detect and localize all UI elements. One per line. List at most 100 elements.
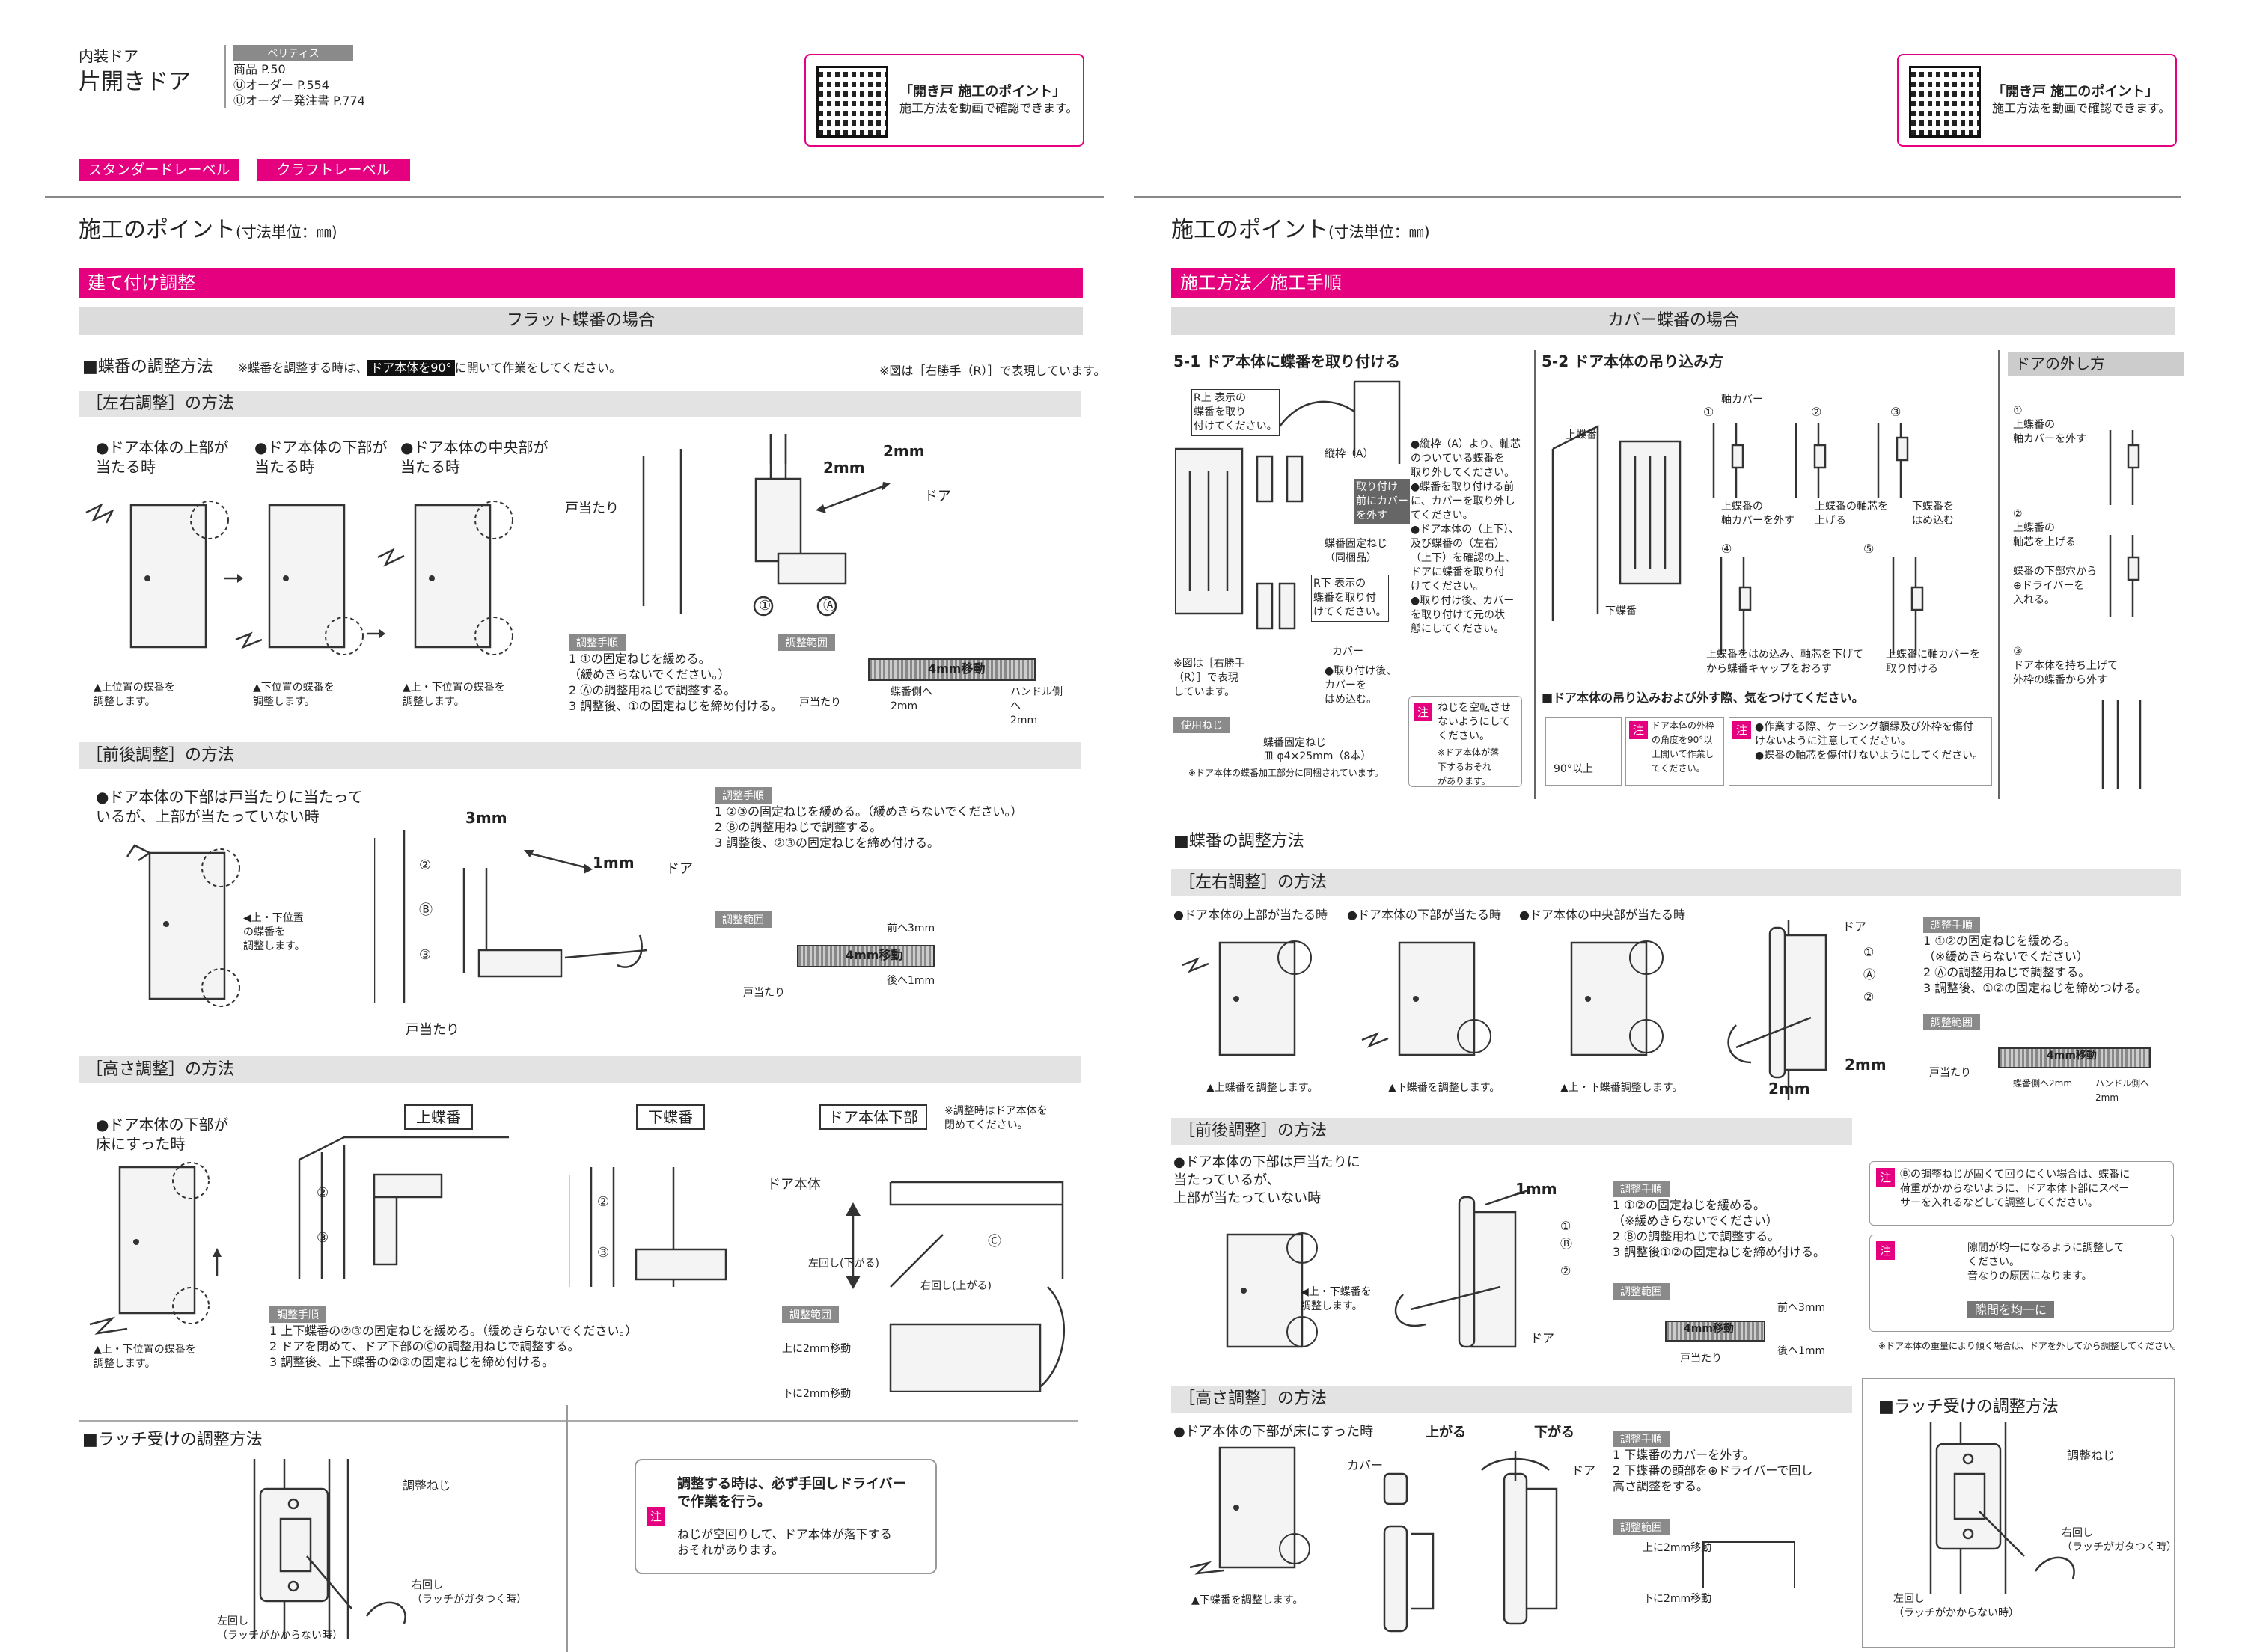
range-r: ハンドル側へ2mm — [2095, 1078, 2150, 1103]
lr-mark: ① — [1863, 945, 1875, 959]
ht-rot-right: 右回し(上がる) — [920, 1280, 992, 1292]
range-move: 4mm移動 — [1684, 1323, 1734, 1335]
catalog-ref: ベリティス 商品 P.50 Ⓤオーダー P.554 Ⓤオーダー発注書 P.774 — [224, 45, 376, 108]
fb-title: ［前後調整］の方法 — [79, 742, 1081, 769]
page-title: 施工のポイント(寸法単位：㎜) — [79, 217, 337, 243]
fb-caption: ◀上・下位置 の蝶番を 調整します。 — [243, 912, 305, 952]
proc-tag: 調整手順 — [1613, 1181, 1670, 1197]
remove-step: 蝶番の下部穴から ⊕ドライバーを 入れる。 — [2013, 566, 2097, 606]
ht-title: ［高さ調整］の方法 — [79, 1056, 1081, 1083]
lr-hinge-illustration — [1727, 920, 1827, 1100]
caution-tag: 注 — [647, 1507, 666, 1526]
s52-deg-box: 90°以上 — [1545, 717, 1622, 786]
s52-note2: 注 ●作業する際、ケーシング額縁及び外枠を傷付 けないように注意してください。 … — [1729, 717, 1992, 786]
step: 3 調整後、①の固定ねじを締め付ける。 — [569, 699, 783, 713]
step: 2 ドアを閉めて、ドア下部のⒸの調整用ねじで調整する。 — [269, 1339, 580, 1353]
s52-num: ⑤ — [1863, 542, 1875, 556]
fb-procedure: 調整手順 1 ②③の固定ねじを緩める。（緩めきらないでください。） 2 Ⓑの調整… — [715, 787, 1022, 851]
range-left: 戸当たり — [799, 697, 841, 709]
caution-sub: ※ドア本体が落 下するおそれ があります。 — [1438, 747, 1500, 786]
note-text: ●作業する際、ケーシング額縁及び外枠を傷付 けないように注意してください。 ●蝶… — [1755, 721, 1984, 762]
ht-up: 上がる — [1426, 1425, 1466, 1440]
latch-title: ■ラッチ受けの調整方法 — [82, 1431, 263, 1449]
qr-code[interactable] — [1909, 66, 1981, 138]
step: 2 Ⓐの調整用ねじで調整する。 — [1923, 965, 2091, 979]
lr-caption: ▲下蝶番を調整します。 — [1388, 1082, 1500, 1094]
caution-sub: ねじが空回りして、ドア本体が落下する おそれがあります。 — [677, 1527, 892, 1557]
step: 3 調整後①②の固定ねじを締め付ける。 — [1613, 1245, 1825, 1259]
ht-door-label: ドア本体 — [767, 1177, 821, 1193]
lr-mark: Ⓐ — [1863, 967, 1876, 982]
qr-box[interactable]: 「開き戸 施工のポイント」 施工方法を動画で確認できます。 — [804, 54, 1084, 147]
s52-step: 下蝶番を はめ込む — [1912, 501, 1954, 527]
lr-range: 調整範囲 4mm移動 戸当たり 蝶番側へ2mm ハンドル側へ2mm — [1923, 1014, 2170, 1103]
latch-illustration — [1929, 1422, 2075, 1594]
range-move: 4mm移動 — [928, 661, 986, 676]
hinge-title: ■蝶番の調整方法 — [1173, 832, 1304, 851]
s52-title: 5-2 ドア本体の吊り込み方 — [1542, 352, 1724, 370]
screw-spec: 皿 φ4×25mm（8本） — [1263, 750, 1372, 762]
s52-axis-cover: 軸カバー — [1721, 394, 1763, 406]
latch-screw-label: 調整ねじ — [403, 1478, 451, 1493]
fb-dim-a: 3mm — [465, 809, 507, 827]
ht-note-closed: ※調整時はドア本体を 閉めてください。 — [944, 1105, 1048, 1131]
caution-main: 調整する時は、必ず手回しドライバー で作業を行う。 — [677, 1476, 906, 1510]
s52-step: 上蝶番の 軸カバーを外す — [1721, 501, 1795, 527]
level-tag-craft: クラフトレーベル — [257, 159, 410, 181]
step: 3 調整後、上下蝶番の②③の固定ねじを締め付ける。 — [269, 1355, 554, 1369]
range-l: 蝶番側へ 2mm — [891, 686, 932, 712]
fb-door-illustration — [126, 844, 240, 1007]
fb-range: 調整範囲 4mm移動 前へ3mm 後へ1mm 戸当たり — [715, 911, 999, 1016]
ht-door: ドア — [1572, 1463, 1596, 1478]
ht-procedure: 調整手順 1 下蝶番のカバーを外す。 2 下蝶番の頭部を⊕ドライバーで回し 高さ… — [1613, 1431, 1812, 1494]
used-tag: 使用ねじ — [1173, 717, 1230, 733]
range-left: 戸当たり — [1929, 1067, 1971, 1079]
lr-title: ［左右調整］の方法 — [1171, 869, 2181, 896]
remove-step: ① 上蝶番の 軸カバーを外す — [2013, 405, 2086, 445]
ht-box-lower: 下蝶番 — [636, 1104, 705, 1130]
caution-box: 注 調整する時は、必ず手回しドライバー で作業を行う。 ねじが空回りして、ドア本… — [635, 1459, 937, 1574]
lr-caption-1: ▲上位置の蝶番を 調整します。 — [94, 682, 175, 708]
ht-procedure: 調整手順 1 上下蝶番の②③の固定ねじを緩める。（緩めきらないでください。） 2… — [269, 1306, 637, 1370]
proc-tag: 調整手順 — [1613, 1431, 1670, 1447]
page-heading: 片開きドア — [79, 69, 191, 95]
fb-todatari-label: 戸当たり — [406, 1022, 459, 1038]
range-back: 後へ1mm — [887, 975, 935, 987]
proc-tag: 調整手順 — [569, 634, 626, 651]
fb-title: ［前後調整］の方法 — [1171, 1118, 1852, 1145]
lr-dim: 2mm — [1845, 1056, 1887, 1074]
caution-text: ねじを空転させ ないようにして ください。 — [1438, 702, 1511, 742]
s52-step: 上蝶番に軸カバーを 取り付ける — [1886, 649, 1980, 675]
lr-case-3: ●ドア本体の中央部が 当たる時 — [400, 438, 549, 476]
s51-rl-down: R下 表示の 蝶番を取り付 けてください。 — [1311, 575, 1389, 622]
lr-case-1: ●ドア本体の上部が 当たる時 — [96, 438, 229, 476]
lr-caption: ▲上・下蝶番調整します。 — [1560, 1082, 1683, 1094]
fb-dim-b: 1mm — [593, 854, 635, 872]
lr-todatari-label: 戸当たり — [565, 501, 619, 516]
caution-tag: 注 — [1876, 1168, 1896, 1187]
lr-caption-3: ▲上・下位置の蝶番を 調整します。 — [403, 682, 505, 708]
ht-range: 調整範囲 上に2mm移動 下に2mm移動 — [782, 1306, 902, 1411]
hinge-note-right: ※図は［右勝手（R）］で表現しています。 — [879, 364, 1106, 378]
note-gap: 注 隙間が均一になるように調整して ください。 音なりの原因になります。 隙間を… — [1869, 1235, 2174, 1332]
s51-bullets: ●縦枠（A）より、軸芯 のついている蝶番を 取り外してください。 ●蝶番を取り付… — [1411, 438, 1521, 635]
s51-cover: カバー — [1332, 646, 1363, 658]
s52-num: ③ — [1890, 405, 1902, 419]
gap-label: 隙間を均一に — [1967, 1301, 2055, 1318]
qr-desc: 施工方法を動画で確認できます。 — [1992, 101, 2171, 115]
s51-screw-box: 使用ねじ 蝶番固定ねじ 皿 φ4×25mm（8本） ※ドア本体の蝶番加工部分に同… — [1173, 717, 1398, 780]
latch-left: 左回し （ラッチがかからない時） — [1893, 1593, 2019, 1619]
fb-range: 調整範囲 4mm移動 前へ3mm 後へ1mm 戸当たり — [1613, 1283, 1837, 1373]
step: 2 Ⓐの調整用ねじで調整する。 — [569, 683, 736, 697]
proc-tag: 調整手順 — [715, 787, 772, 804]
range-tag: 調整範囲 — [1923, 1014, 1980, 1030]
range-move: 4mm移動 — [2047, 1050, 2097, 1062]
range-l: 蝶番側へ2mm — [2013, 1078, 2073, 1089]
fb-caption: ◀上・下蝶番を 調整します。 — [1301, 1286, 1372, 1312]
qr-code[interactable] — [816, 66, 888, 138]
range-down: 下に2mm移動 — [1643, 1593, 1712, 1605]
qr-box[interactable]: 「開き戸 施工のポイント」 施工方法を動画で確認できます。 — [1897, 54, 2177, 147]
s52-lower: 下蝶番 — [1605, 605, 1637, 617]
ht-lower-hinge — [569, 1167, 727, 1287]
note-text: 隙間が均一になるように調整して ください。 音なりの原因になります。 — [1967, 1242, 2125, 1282]
